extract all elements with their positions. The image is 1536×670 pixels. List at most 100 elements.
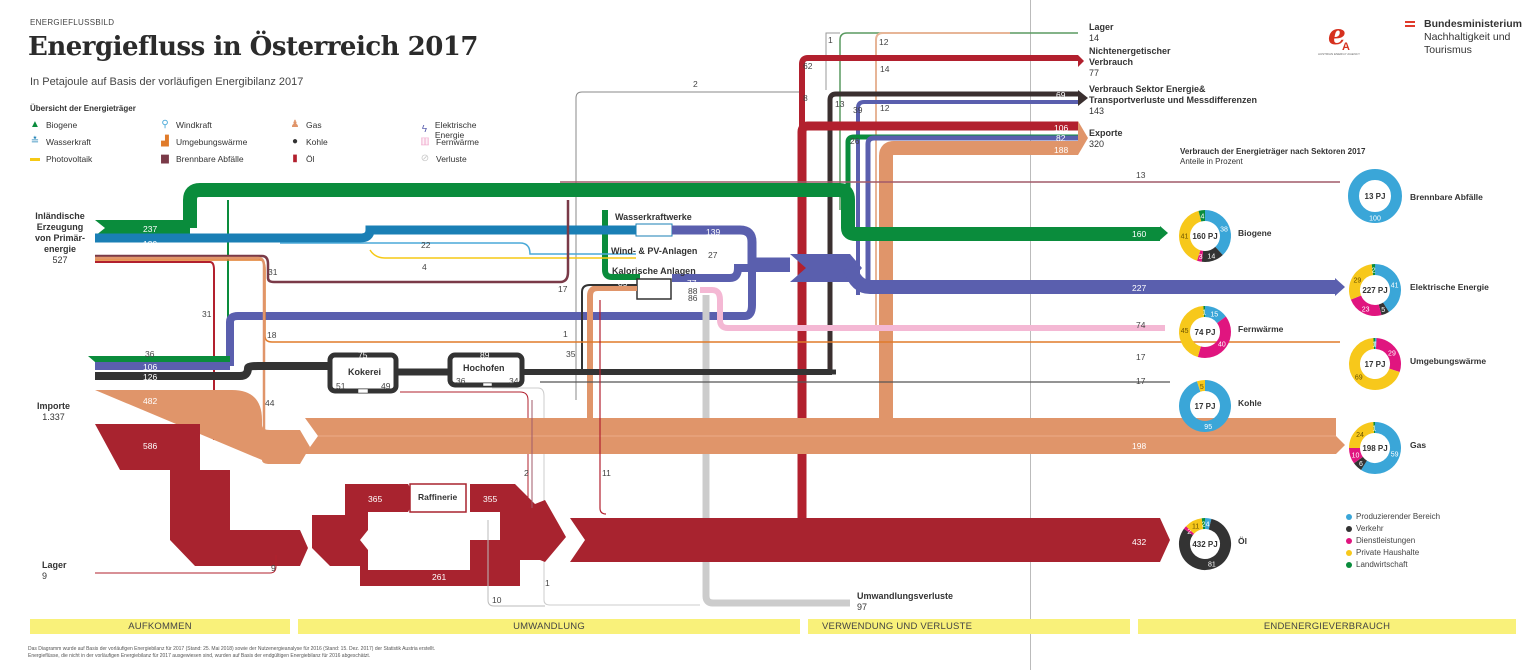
flow-value-k49: 49 bbox=[381, 381, 391, 391]
flow-el-final bbox=[843, 265, 1335, 294]
output-exports: Exporte 320 bbox=[1089, 128, 1123, 150]
flow-export-oil bbox=[797, 121, 1078, 520]
flow-oil-storage bbox=[95, 555, 277, 574]
legend-item-gas: ♟Gas bbox=[290, 119, 322, 131]
lightning-icon: ϟ bbox=[421, 124, 428, 135]
flow-gas-thermal bbox=[587, 285, 637, 440]
flow-value-wk139: 139 bbox=[706, 227, 721, 237]
donut-label: Öl bbox=[1238, 536, 1247, 546]
flow-wind bbox=[280, 242, 636, 255]
sector-legend-label: Private Haushalte bbox=[1356, 548, 1420, 557]
footnote: Das Diagramm wurde auf Basis der vorläuf… bbox=[28, 646, 435, 660]
source-storage-value: 9 bbox=[42, 571, 48, 581]
source-domestic-line-2: Erzeugung bbox=[36, 222, 84, 232]
flow-oil-main bbox=[570, 518, 1170, 562]
aea-caption: AUSTRIAN ENERGY AGENCY bbox=[1318, 52, 1360, 56]
flow-value-hydro139: 139 bbox=[143, 239, 158, 249]
flow-value-oil31: 31 bbox=[202, 309, 212, 319]
phase-endenergie: ENDENERGIEVERBRAUCH bbox=[1138, 619, 1516, 634]
flow-value-v2: 2 bbox=[524, 468, 529, 478]
flow-nonenergy-arrow bbox=[1078, 55, 1084, 67]
flow-value-h34: 34 bbox=[509, 376, 519, 386]
flow-value-s69: 69 bbox=[1056, 90, 1066, 100]
flow-sector-coal bbox=[827, 91, 1080, 372]
flow-oil-domestic bbox=[95, 261, 215, 440]
flow-pv bbox=[369, 249, 636, 259]
node-thermal-box bbox=[636, 278, 672, 300]
flow-el-hub bbox=[790, 254, 862, 282]
donut-label: Gas bbox=[1410, 440, 1427, 450]
flow-value-b1: 1 bbox=[545, 578, 550, 588]
flow-coal-thermal bbox=[581, 284, 637, 372]
sector-dot-icon bbox=[1346, 513, 1352, 520]
footnote-line-2: Energieflüsse, die nicht in der vorläufi… bbox=[28, 653, 371, 659]
flow-el-arrow bbox=[1335, 278, 1345, 296]
flow-gas-import bbox=[95, 390, 310, 464]
flow-value-f160: 160 bbox=[1132, 229, 1147, 239]
flow-value-f74: 74 bbox=[1136, 320, 1146, 330]
flow-value-t39: 39 bbox=[853, 105, 863, 115]
output-lager-value: 14 bbox=[1089, 33, 1100, 43]
legend-item-label: Elektrische Energie bbox=[434, 120, 477, 140]
ministry-line-1: Bundesministerium bbox=[1424, 18, 1523, 30]
output-losses-title: Umwandlungsverluste bbox=[857, 591, 954, 601]
legend-item-wasserkraft: ≛Wasserkraft bbox=[30, 137, 91, 148]
flow-value-v11: 11 bbox=[602, 468, 611, 478]
flow-value-e188: 188 bbox=[1054, 145, 1069, 155]
gas-icon: ♟ bbox=[290, 119, 300, 130]
flow-value-h89: 89 bbox=[480, 350, 490, 360]
flow-value-f432: 432 bbox=[1132, 537, 1147, 547]
sector-legend-label: Verkehr bbox=[1356, 524, 1384, 533]
donut-label: Elektrische Energie bbox=[1410, 282, 1489, 292]
flow-lager-out bbox=[839, 32, 1078, 210]
process-blast: Hochofen bbox=[463, 363, 505, 373]
legend-item-fernwärme: ▥Fernwärme bbox=[420, 137, 479, 148]
flow-value-f17a: 17 bbox=[1136, 352, 1146, 362]
flow-value-heat18: 18 bbox=[267, 330, 277, 340]
source-domestic-label: Inländische Erzeugung von Primär- energi… bbox=[30, 211, 90, 266]
process-refinery: Raffinerie bbox=[418, 492, 458, 502]
sector-dot-icon bbox=[1346, 549, 1352, 556]
output-losses: Umwandlungsverluste 97 bbox=[857, 591, 953, 613]
phase-aufkommen: AUFKOMMEN bbox=[30, 619, 290, 634]
flow-value-o8: 8 bbox=[803, 93, 808, 103]
flow-losses bbox=[702, 295, 850, 607]
flow-value-e106: 106 bbox=[1054, 123, 1069, 133]
legend-item-label: Biogene bbox=[46, 120, 78, 130]
process-hydro: Wasserkraftwerke bbox=[615, 212, 692, 222]
sector-legend-label: Landwirtschaft bbox=[1356, 560, 1408, 569]
source-storage-label: Lager 9 bbox=[42, 560, 67, 582]
legend-item-umgebungswärme: ▟Umgebungswärme bbox=[160, 136, 247, 148]
sector-legend-item: Dienstleistungen bbox=[1346, 536, 1440, 545]
flow-coal bbox=[95, 362, 328, 380]
flow-value-e82: 82 bbox=[1056, 133, 1066, 143]
carrier-legend: ▲Biogene≛Wasserkraft▬Photovoltaik⚲Windkr… bbox=[30, 120, 500, 170]
flow-value-pv4: 4 bbox=[422, 262, 427, 272]
flow-value-t12a: 12 bbox=[879, 37, 889, 47]
output-losses-value: 97 bbox=[857, 602, 868, 612]
output-sector-line-1: Verbrauch Sektor Energie& bbox=[1089, 84, 1206, 94]
flow-value-t14: 14 bbox=[880, 64, 890, 74]
flow-value-r355: 355 bbox=[483, 494, 498, 504]
flow-value-k51: 51 bbox=[336, 381, 346, 391]
source-imports-title: Importe bbox=[37, 401, 71, 411]
legend-item-photovoltaik: ▬Photovoltaik bbox=[30, 154, 92, 165]
flow-el-import bbox=[226, 268, 756, 366]
legend-item-brennbare-abfälle: ▆Brennbare Abfälle bbox=[160, 154, 243, 165]
flow-value-top2: 2 bbox=[693, 79, 698, 89]
output-sector-value: 143 bbox=[1089, 106, 1105, 116]
flow-waste bbox=[95, 200, 570, 284]
divider-line bbox=[1030, 0, 1031, 670]
flow-gas-domestic bbox=[95, 256, 266, 430]
tree-icon: ▲ bbox=[30, 119, 40, 130]
flow-sector-arrow bbox=[1078, 90, 1088, 106]
flow-value-r261: 261 bbox=[432, 572, 447, 582]
sector-chart-title: Verbrauch der Energieträger nach Sektore… bbox=[1180, 147, 1366, 156]
legend-item-label: Verluste bbox=[436, 154, 467, 164]
legend-item-label: Windkraft bbox=[176, 120, 212, 130]
heat-icon: ▟ bbox=[161, 136, 169, 147]
sector-legend-item: Private Haushalte bbox=[1346, 548, 1440, 557]
donut-label: Brennbare Abfälle bbox=[1410, 192, 1483, 202]
subtitle: In Petajoule auf Basis der vorläufigen E… bbox=[30, 76, 304, 88]
flow-fernwaerme bbox=[700, 287, 1165, 331]
